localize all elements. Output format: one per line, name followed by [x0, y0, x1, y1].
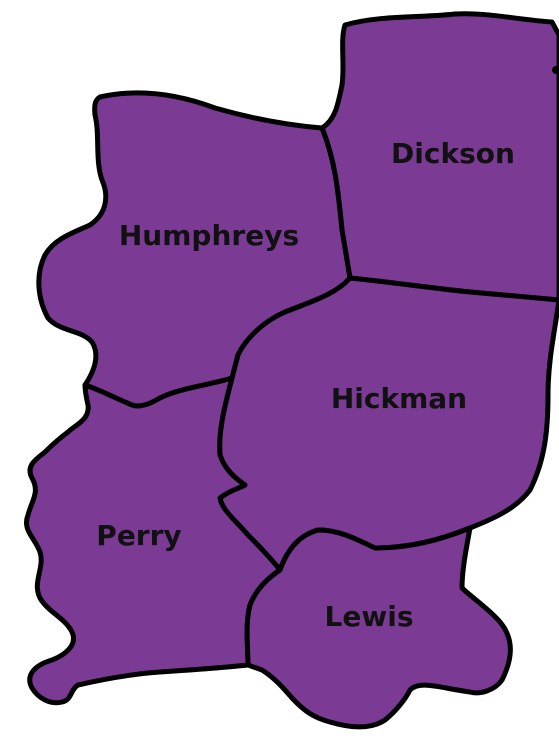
county-label-dickson: Dickson	[391, 137, 515, 170]
county-label-perry: Perry	[96, 519, 181, 552]
county-label-hickman: Hickman	[331, 382, 467, 415]
county-label-humphreys: Humphreys	[119, 219, 299, 252]
county-lewis[interactable]	[244, 525, 513, 730]
county-perry[interactable]	[24, 375, 283, 706]
border-dot	[552, 66, 559, 74]
county-label-lewis: Lewis	[325, 600, 414, 633]
county-hickman[interactable]	[217, 275, 559, 573]
